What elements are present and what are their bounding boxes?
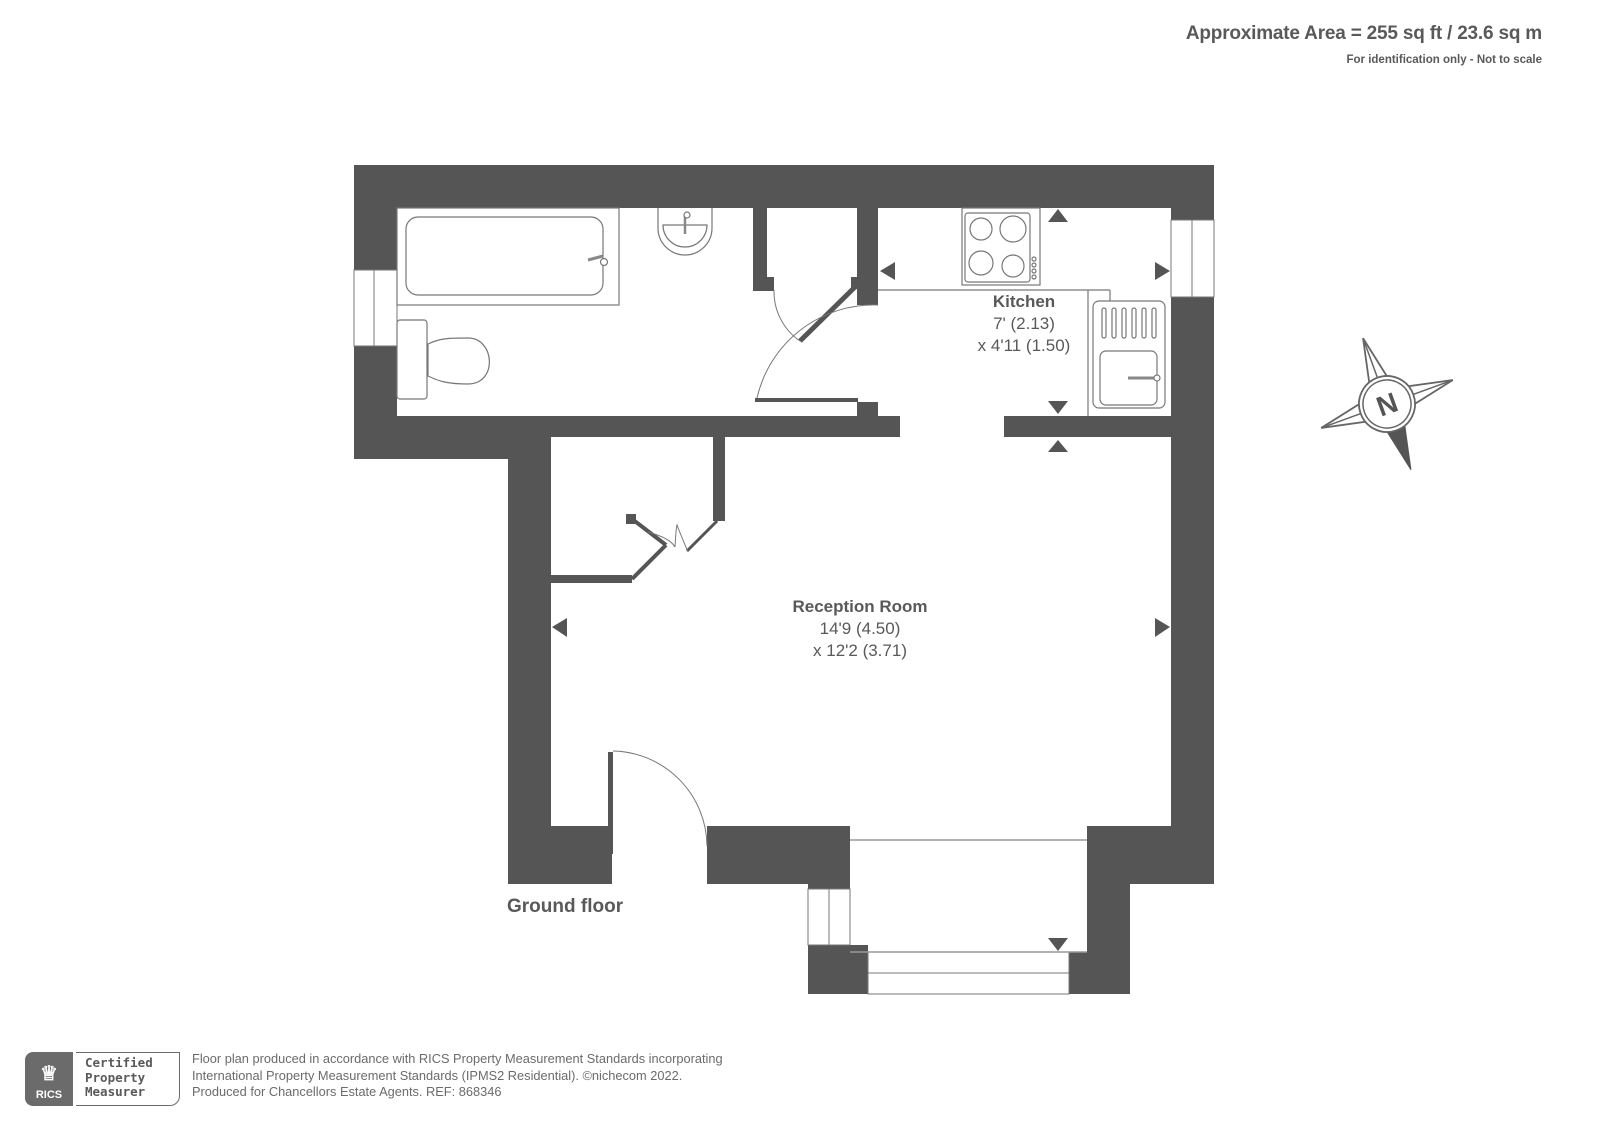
approximate-area: Approximate Area = 255 sq ft / 23.6 sq m [1185, 23, 1542, 44]
footer: ♕ RICS Certified Property Measurer Floor… [25, 1051, 723, 1106]
svg-text:Kitchen: Kitchen [993, 292, 1055, 311]
svg-text:14'9 (4.50): 14'9 (4.50) [820, 619, 901, 638]
dimension-arrows [552, 209, 1170, 951]
svg-text:x 4'11 (1.50): x 4'11 (1.50) [978, 336, 1071, 355]
bathroom-fixtures [396, 207, 713, 400]
svg-text:7' (2.13): 7' (2.13) [993, 314, 1055, 333]
footer-disclaimer: Floor plan produced in accordance with R… [192, 1051, 723, 1099]
toilet-cistern-icon [396, 319, 428, 400]
toilet-bowl-icon [427, 337, 490, 385]
rics-logo: ♕ RICS [25, 1052, 73, 1106]
scale-disclaimer: For identification only - Not to scale [1346, 54, 1542, 66]
kitchen-label: Kitchen 7' (2.13) x 4'11 (1.50) [978, 292, 1071, 355]
svg-text:x 12'2 (3.71): x 12'2 (3.71) [813, 641, 907, 660]
compass-north-icon: N [1320, 337, 1454, 471]
walls [354, 165, 1214, 994]
rics-lion-icon: ♕ [40, 1063, 58, 1085]
bathroom-door [756, 285, 879, 399]
bathtub-icon [405, 216, 604, 296]
floor-label: Ground floor [507, 896, 624, 917]
bathroom-window [353, 269, 398, 347]
reception-room-label: Reception Room 14'9 (4.50) x 12'2 (3.71) [792, 597, 927, 660]
front-door-swing [612, 750, 708, 847]
kitchen-fixtures [878, 207, 1166, 416]
svg-text:Reception Room: Reception Room [792, 597, 927, 616]
rics-certified-badge: ♕ RICS Certified Property Measurer [25, 1052, 180, 1106]
certified-property-measurer: Certified Property Measurer [76, 1052, 180, 1106]
bath-surround [396, 207, 620, 306]
cupboard-doors [630, 517, 719, 581]
